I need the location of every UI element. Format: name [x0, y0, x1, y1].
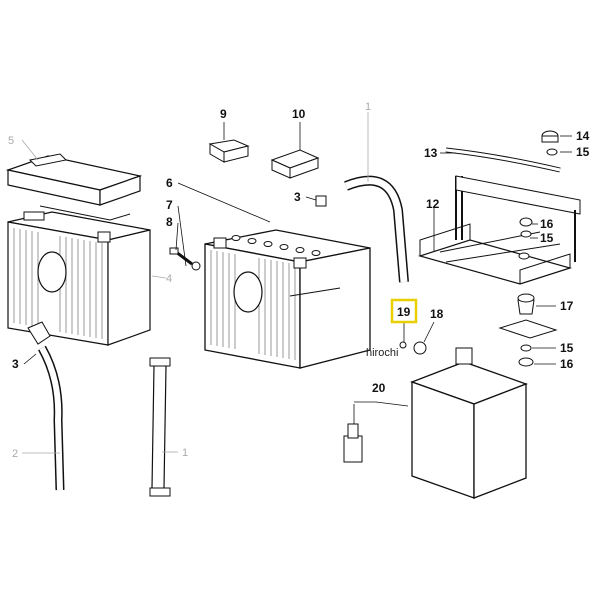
vent-hose-top-illustration [315, 175, 409, 283]
knob-14-illustration [541, 130, 559, 156]
battery-tray-illustration [417, 175, 581, 285]
callout-20: 20 [372, 381, 386, 395]
tray-fasteners-illustration [518, 217, 533, 260]
watermark: hirochi [366, 347, 398, 359]
callout-19-highlight [390, 298, 418, 324]
bolts-illustration [169, 247, 201, 271]
battery-left-illustration [7, 205, 151, 346]
callout-10: 10 [292, 107, 306, 121]
callout-15-top: 15 [576, 145, 590, 159]
battery-main-illustration [204, 229, 371, 369]
callout-12: 12 [426, 197, 440, 211]
callout-16-low: 16 [560, 357, 574, 371]
callout-7: 7 [166, 198, 173, 212]
callout-14: 14 [576, 129, 590, 143]
callout-3-top: 3 [294, 190, 301, 204]
hold-down-strap-illustration [445, 147, 561, 173]
battery-cover-illustration [5, 153, 143, 206]
mount-17-illustration [498, 293, 558, 367]
callout-8: 8 [166, 215, 173, 229]
callout-17: 17 [560, 299, 574, 313]
callout-3-left: 3 [12, 357, 19, 371]
cap-10-illustration [270, 149, 320, 179]
battery-strap-illustration [149, 357, 171, 497]
callout-13: 13 [424, 146, 438, 160]
leader-lines [21, 112, 572, 454]
callout-15-mid: 15 [540, 231, 554, 245]
vent-hose-left-illustration [27, 321, 65, 491]
callout-18: 18 [430, 307, 444, 321]
nut-18-19-illustration [399, 341, 427, 355]
callout-4: 4 [166, 273, 172, 285]
callout-16-mid: 16 [540, 217, 554, 231]
callout-6: 6 [166, 176, 173, 190]
callout-5: 5 [8, 135, 14, 147]
callout-1-bottom: 1 [182, 447, 188, 459]
callout-19: 19 [397, 305, 411, 319]
bracket-9-illustration [208, 139, 250, 163]
callout-15-low: 15 [560, 341, 574, 355]
callout-2: 2 [12, 448, 18, 460]
callout-9: 9 [220, 107, 227, 121]
callout-1-top: 1 [365, 101, 371, 113]
water-container-illustration [343, 347, 528, 499]
